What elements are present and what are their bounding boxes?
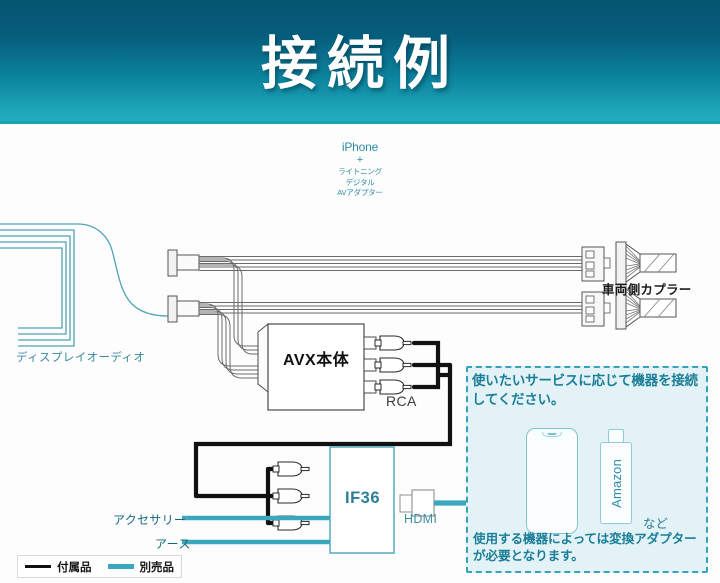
amazon-stick-illustration [600,442,632,524]
iphone-label-line3: ライトニング [338,167,382,176]
avx-rca-cable [193,340,453,499]
vehicle-connector-block-lower [581,291,611,327]
header-banner [0,0,720,121]
service-selection-panel [466,366,708,573]
phone-speaker-slot [547,433,557,435]
iphone-label-line5: AVアダプター [337,188,383,197]
iphone-device-illustration [526,428,578,534]
vehicle-coupler-label: 車両側カプラー [602,283,692,297]
legend-swatch-optional [107,564,134,569]
etcetera-label: など [643,517,669,531]
hdmi-connector [399,489,435,517]
harness-upper [167,249,582,355]
avx-unit-label: AVX本体 [283,352,350,369]
service-panel-note: 使用する機器によっては変換アダプターが必要となります。 [473,532,697,563]
legend-label-included: 付属品 [57,561,92,574]
diagram-canvas: 使いたいサービスに応じて機器を接続してください。 iPhone + ライトニング… [0,124,720,583]
avx-unit-body [257,322,377,411]
iphone-label-plus: + [356,154,364,166]
vehicle-connector-block-upper [581,246,611,282]
header-divider [0,121,720,124]
legend-swatch-included [25,564,51,569]
amazon-stick-label: Amazon [600,442,632,524]
page-title: 接続例 [261,32,459,96]
diagram-vector-layer [0,223,677,554]
if36-unit-label: IF36 [345,489,381,507]
display-audio-cable-bundle [0,223,169,347]
iphone-label-line4: デジタル [345,177,375,187]
iphone-label-line1: iPhone [341,140,379,154]
avx-rca-plugs [374,335,412,395]
vehicle-coupler-upper [615,241,677,285]
earth-wire-label: アース [155,537,191,551]
accessory-wire-label: アクセサリー [113,513,187,527]
hdmi-label: HDMI [404,512,438,526]
legend: 付属品 別売品 [17,555,182,578]
vehicle-coupler-lower [615,286,677,330]
harness-lower [167,295,582,379]
if36-rca-cable [193,466,281,526]
amazon-stick-plug [608,429,624,444]
legend-label-optional: 別売品 [139,561,175,574]
amazon-stick-label-text: Amazon [608,458,624,508]
display-audio-label: ディスプレイオーディオ [16,352,146,364]
service-panel-instruction: 使いたいサービスに応じて機器を接続してください。 [472,373,698,407]
if36-unit-body [329,446,395,554]
iphone-device-label: iPhone + ライトニング デジタル AVアダプター [0,140,720,199]
rca-label: RCA [386,393,417,409]
